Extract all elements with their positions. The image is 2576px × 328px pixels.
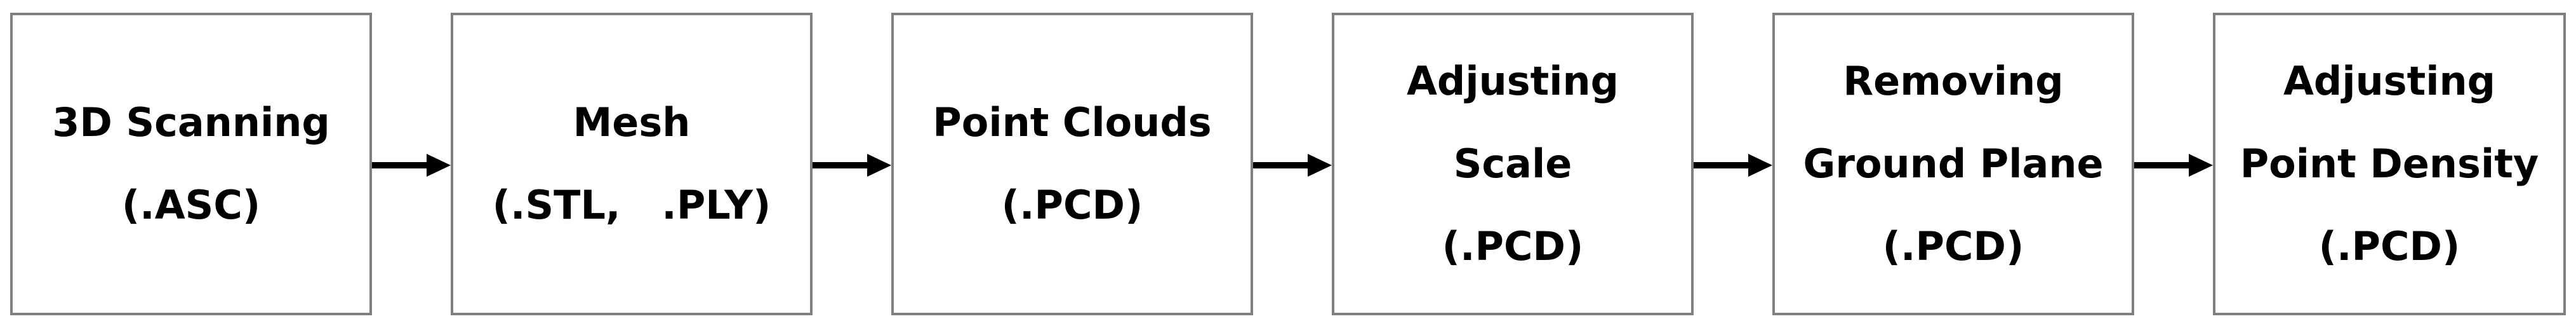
right-arrow-icon (813, 153, 891, 178)
step-removing-ground-plane-title-2: Ground Plane (1803, 140, 2104, 187)
step-removing-ground-plane: Removing Ground Plane (.PCD) (1772, 13, 2134, 315)
step-removing-ground-plane-title-1: Removing (1843, 58, 2064, 104)
step-3d-scanning-format: (.ASC) (121, 182, 261, 228)
step-mesh-format: (.STL, .PLY) (492, 182, 771, 228)
step-3d-scanning: 3D Scanning (.ASC) (10, 13, 372, 315)
step-removing-ground-plane-format: (.PCD) (1882, 223, 2024, 270)
right-arrow-icon (372, 153, 451, 178)
step-3d-scanning-title: 3D Scanning (52, 99, 330, 146)
step-adjusting-point-density-title-1: Adjusting (2283, 58, 2496, 104)
step-point-clouds-title: Point Clouds (933, 99, 1212, 146)
step-point-clouds-format: (.PCD) (1001, 182, 1143, 228)
right-arrow-icon (1694, 153, 1772, 178)
right-arrow-icon (2134, 153, 2213, 178)
step-adjusting-scale-title-1: Adjusting (1406, 58, 1619, 104)
step-adjusting-scale: Adjusting Scale (.PCD) (1332, 13, 1694, 315)
step-adjusting-point-density-title-2: Point Density (2240, 140, 2539, 187)
step-adjusting-point-density-format: (.PCD) (2318, 223, 2460, 270)
step-adjusting-scale-format: (.PCD) (1442, 223, 1584, 270)
step-mesh: Mesh (.STL, .PLY) (451, 13, 813, 315)
step-adjusting-scale-title-2: Scale (1453, 140, 1572, 187)
right-arrow-icon (1253, 153, 1332, 178)
step-adjusting-point-density: Adjusting Point Density (.PCD) (2213, 13, 2566, 315)
step-mesh-title: Mesh (573, 99, 691, 146)
step-point-clouds: Point Clouds (.PCD) (891, 13, 1253, 315)
